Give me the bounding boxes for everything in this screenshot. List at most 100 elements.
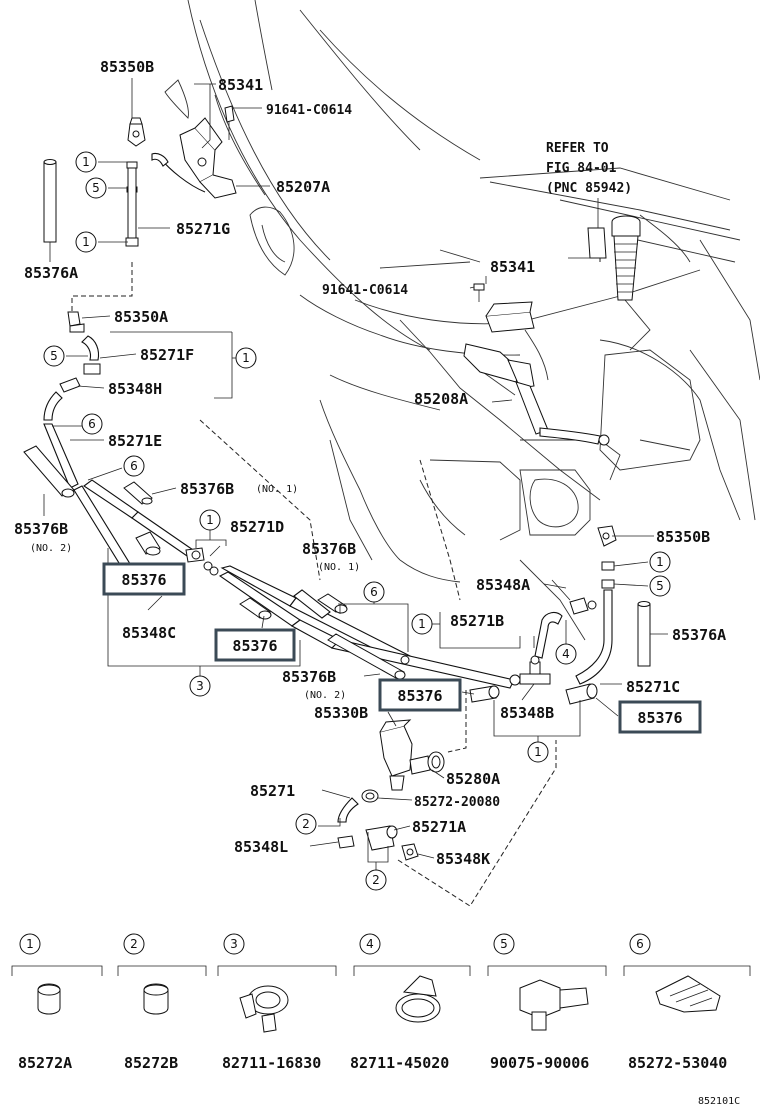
callout-6-b: 6 (123, 455, 145, 477)
highlight-box-85376-2 (214, 628, 296, 662)
legend-item-1: 1 85272A (11, 933, 103, 1072)
joint-85348C (185, 547, 219, 576)
callout-1-a: 1 (75, 151, 97, 173)
svg-text:3: 3 (230, 937, 238, 951)
svg-text:2: 2 (130, 937, 138, 951)
svg-text:6: 6 (130, 459, 138, 473)
hose-85271 (337, 797, 359, 823)
label-85350B-top: 85350B (100, 58, 154, 76)
callout-6-c: 6 (363, 581, 385, 603)
refer-line-3: (PNC 85942) (546, 181, 632, 196)
legend-item-3: 3 82711-16830 (217, 933, 337, 1072)
label-no2-left: (NO. 2) (30, 543, 72, 554)
part-labels: 85350B 85341 91641-C0614 85207A 85271G 8… (14, 58, 726, 868)
figure-code: 852101C (698, 1096, 740, 1107)
hose-85271B (534, 597, 597, 659)
legend-part-90075-90006: 90075-90006 (490, 1054, 589, 1072)
upper-washer-nozzle-assembly (151, 105, 237, 199)
callout-6-a: 6 (81, 413, 103, 435)
label-85376B-left: 85376B (14, 520, 68, 538)
callout-5-a: 5 (85, 177, 107, 199)
svg-text:1: 1 (534, 745, 542, 759)
callout-1-c: 1 (235, 347, 257, 369)
label-85376-hl3: 85376 (397, 687, 442, 705)
svg-text:3: 3 (196, 679, 204, 693)
clip-icon-85272-53040 (655, 975, 721, 1013)
nozzle-assembly-85208A (463, 343, 610, 446)
label-85376-hl4: 85376 (637, 709, 682, 727)
label-85350B-right: 85350B (656, 528, 710, 546)
clip-legend: 1 85272A 2 85272B 3 82711-16830 (11, 933, 751, 1072)
label-85271E: 85271E (108, 432, 162, 450)
refer-line-1: REFER TO (546, 141, 609, 156)
callout-1-g: 1 (527, 741, 549, 763)
sleeve-85376A-right (637, 601, 651, 667)
highlight-box-85376-4 (618, 700, 702, 734)
svg-text:6: 6 (636, 937, 644, 951)
label-85330B: 85330B (314, 704, 368, 722)
connector-rings-mid (400, 655, 521, 686)
hose-85271G (125, 161, 139, 247)
callout-5-b: 5 (43, 345, 65, 367)
label-85271D: 85271D (230, 518, 284, 536)
sleeve-85376B-no1-b (317, 593, 348, 614)
callout-5-c: 5 (649, 575, 671, 597)
label-85350A: 85350A (114, 308, 168, 326)
label-85271B: 85271B (450, 612, 504, 630)
label-85272-20080: 85272-20080 (414, 795, 500, 810)
dashed-connector-left-upper (71, 262, 133, 312)
sleeve-85376A-left (43, 159, 57, 243)
label-85348H: 85348H (108, 380, 162, 398)
nozzle-85350A (67, 311, 85, 333)
svg-text:1: 1 (206, 513, 214, 527)
label-85376A-left: 85376A (24, 264, 78, 282)
svg-text:1: 1 (656, 555, 664, 569)
leader-lines (43, 78, 668, 907)
callout-circles: 1 5 1 5 1 6 6 1 3 6 1 4 1 5 1 2 2 (43, 151, 671, 891)
svg-text:5: 5 (500, 937, 508, 951)
sleeve-85376-c (469, 685, 500, 703)
sleeve-85376B-no1-a (123, 481, 153, 505)
label-85376B-no1-b: 85376B (302, 540, 356, 558)
label-no2-b: (NO. 2) (304, 690, 346, 701)
refer-line-2: FIG 84-01 (546, 161, 617, 176)
clip-icon-90075-90006 (519, 979, 561, 1019)
label-85376B-no1-a: 85376B (180, 480, 234, 498)
legend-item-4: 4 82711-45020 (350, 933, 471, 1072)
label-85348A: 85348A (476, 576, 530, 594)
nozzle-85350B-right (597, 525, 617, 547)
svg-text:6: 6 (370, 585, 378, 599)
svg-text:1: 1 (418, 617, 426, 631)
label-no1-a: (NO. 1) (256, 484, 298, 495)
legend-item-6: 6 85272-53040 (623, 933, 751, 1072)
svg-text:1: 1 (82, 155, 90, 169)
label-no1-b: (NO. 1) (318, 562, 360, 573)
svg-text:4: 4 (366, 937, 374, 951)
label-85348B: 85348B (500, 704, 554, 722)
highlight-box-85376-3 (378, 678, 462, 712)
legend-part-85272-53040: 85272-53040 (628, 1054, 727, 1072)
joint-85271A (365, 825, 398, 851)
label-85341-mid: 85341 (490, 258, 535, 276)
label-85208A: 85208A (414, 390, 468, 408)
label-85376-hl2: 85376 (232, 637, 277, 655)
part-85341-mid (485, 301, 535, 333)
legend-part-82711-16830: 82711-16830 (222, 1054, 321, 1072)
callout-1-d: 1 (199, 509, 221, 531)
reservoir-filler (587, 215, 641, 301)
callout-1-e: 1 (411, 613, 433, 635)
label-85348K: 85348K (436, 850, 490, 868)
callout-3: 3 (189, 675, 211, 697)
label-85271G: 85271G (176, 220, 230, 238)
legend-part-82711-45020: 82711-45020 (350, 1054, 449, 1072)
washer-motor-85330B (379, 719, 445, 791)
label-85271F: 85271F (140, 346, 194, 364)
hose-85271C (575, 561, 615, 685)
label-85376A-right: 85376A (672, 626, 726, 644)
legend-part-85272A: 85272A (18, 1054, 72, 1072)
callout-1-b: 1 (75, 231, 97, 253)
callout-2-a: 2 (295, 813, 317, 835)
vehicle-body-outline (164, 0, 760, 641)
label-85271: 85271 (250, 782, 295, 800)
